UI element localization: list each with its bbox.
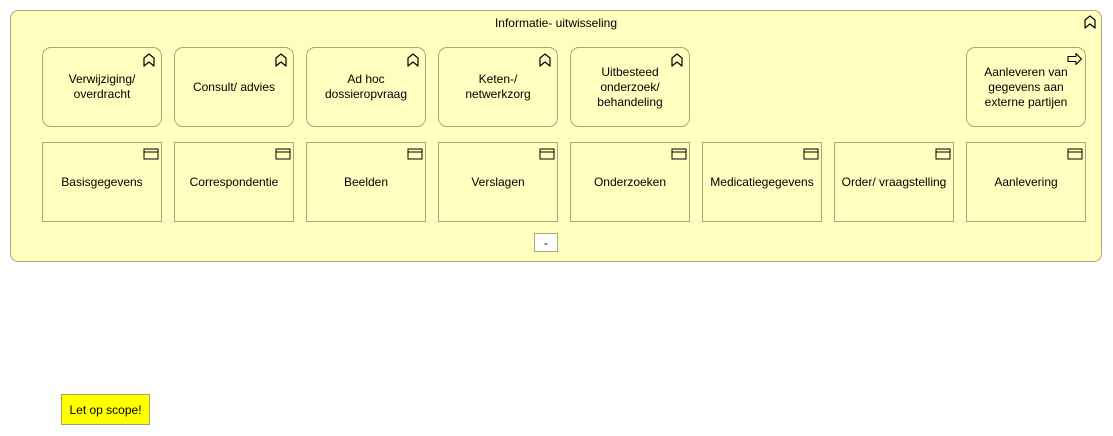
object-label: Verslagen [471, 174, 525, 189]
business-object-icon [275, 148, 291, 160]
process-label: Aanleveren van gegevens aan externe part… [984, 64, 1068, 109]
object-correspondentie[interactable]: Correspondentie [174, 142, 294, 222]
object-label: Aanlevering [994, 174, 1058, 189]
process-ad-hoc-dossieropvraag[interactable]: Ad hoc dossieropvraag [306, 47, 426, 127]
process-label: Consult/ advies [192, 79, 276, 94]
object-label: Basisgegevens [61, 174, 143, 189]
business-object-icon [539, 148, 555, 160]
object-label: Order/ vraagstelling [841, 174, 947, 189]
business-object-icon [407, 148, 423, 160]
object-label: Correspondentie [189, 174, 279, 189]
business-object-icon [1067, 148, 1083, 160]
business-object-icon [143, 148, 159, 160]
business-process-icon [1067, 52, 1083, 66]
process-label: Ad hoc dossieropvraag [324, 72, 408, 101]
process-label: Uitbesteed onderzoek/ behandeling [597, 64, 663, 109]
process-label: Keten-/ netwerkzorg [465, 72, 531, 101]
object-label: Beelden [343, 174, 389, 189]
process-consult-advies[interactable]: Consult/ advies [174, 47, 294, 127]
informatie-uitwisseling-group[interactable]: Informatie- uitwisseling Verwijziging/ o… [10, 10, 1102, 262]
object-label: Onderzoeken [593, 174, 667, 189]
business-object-icon [803, 148, 819, 160]
business-function-icon [671, 53, 683, 67]
group-title: Informatie- uitwisseling [494, 16, 618, 30]
business-object-icon [671, 148, 687, 160]
object-order-vraagstelling[interactable]: Order/ vraagstelling [834, 142, 954, 222]
object-basisgegevens[interactable]: Basisgegevens [42, 142, 162, 222]
business-function-icon [275, 53, 287, 67]
object-beelden[interactable]: Beelden [306, 142, 426, 222]
business-function-icon [1084, 15, 1096, 29]
object-aanlevering[interactable]: Aanlevering [966, 142, 1086, 222]
business-function-icon [407, 53, 419, 67]
process-keten-netwerkzorg[interactable]: Keten-/ netwerkzorg [438, 47, 558, 127]
business-function-icon [539, 53, 551, 67]
business-object-icon [935, 148, 951, 160]
object-onderzoeken[interactable]: Onderzoeken [570, 142, 690, 222]
process-uitbesteed-onderzoek-behandeling[interactable]: Uitbesteed onderzoek/ behandeling [570, 47, 690, 127]
process-verwijziging-overdracht[interactable]: Verwijziging/ overdracht [42, 47, 162, 127]
object-verslagen[interactable]: Verslagen [438, 142, 558, 222]
object-medicatiegegevens[interactable]: Medicatiegegevens [702, 142, 822, 222]
scope-note[interactable]: Let op scope! [61, 394, 150, 425]
process-aanleveren-externe-partijen[interactable]: Aanleveren van gegevens aan externe part… [966, 47, 1086, 127]
process-label: Verwijziging/ overdracht [68, 72, 136, 101]
business-function-icon [143, 53, 155, 67]
object-label: Medicatiegegevens [710, 174, 814, 189]
collapse-button[interactable]: - [534, 233, 558, 252]
